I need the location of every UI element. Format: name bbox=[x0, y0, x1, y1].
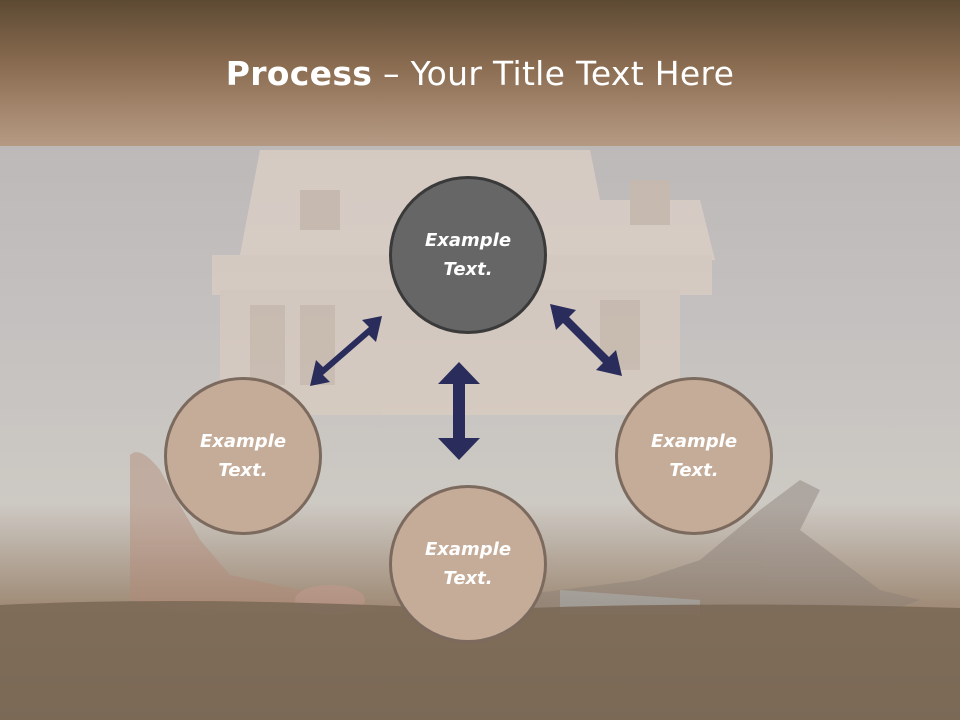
process-step-left[interactable]: Example Text. bbox=[164, 377, 322, 535]
process-step-top[interactable]: Example Text. bbox=[389, 176, 547, 334]
process-step-top-label: Example Text. bbox=[424, 230, 512, 280]
process-step-right[interactable]: Example Text. bbox=[615, 377, 773, 535]
grass-image bbox=[0, 601, 960, 720]
title-bold-text: Process bbox=[225, 54, 373, 93]
process-step-right-label: Example Text. bbox=[650, 431, 738, 481]
title-bar bbox=[0, 0, 960, 146]
process-step-bottom-label: Example Text. bbox=[424, 539, 512, 589]
slide-title[interactable]: Process – Your Title Text Here bbox=[0, 50, 960, 98]
title-rest-text: – Your Title Text Here bbox=[372, 54, 735, 93]
process-step-bottom[interactable]: Example Text. bbox=[389, 485, 547, 643]
process-step-left-label: Example Text. bbox=[199, 431, 287, 481]
